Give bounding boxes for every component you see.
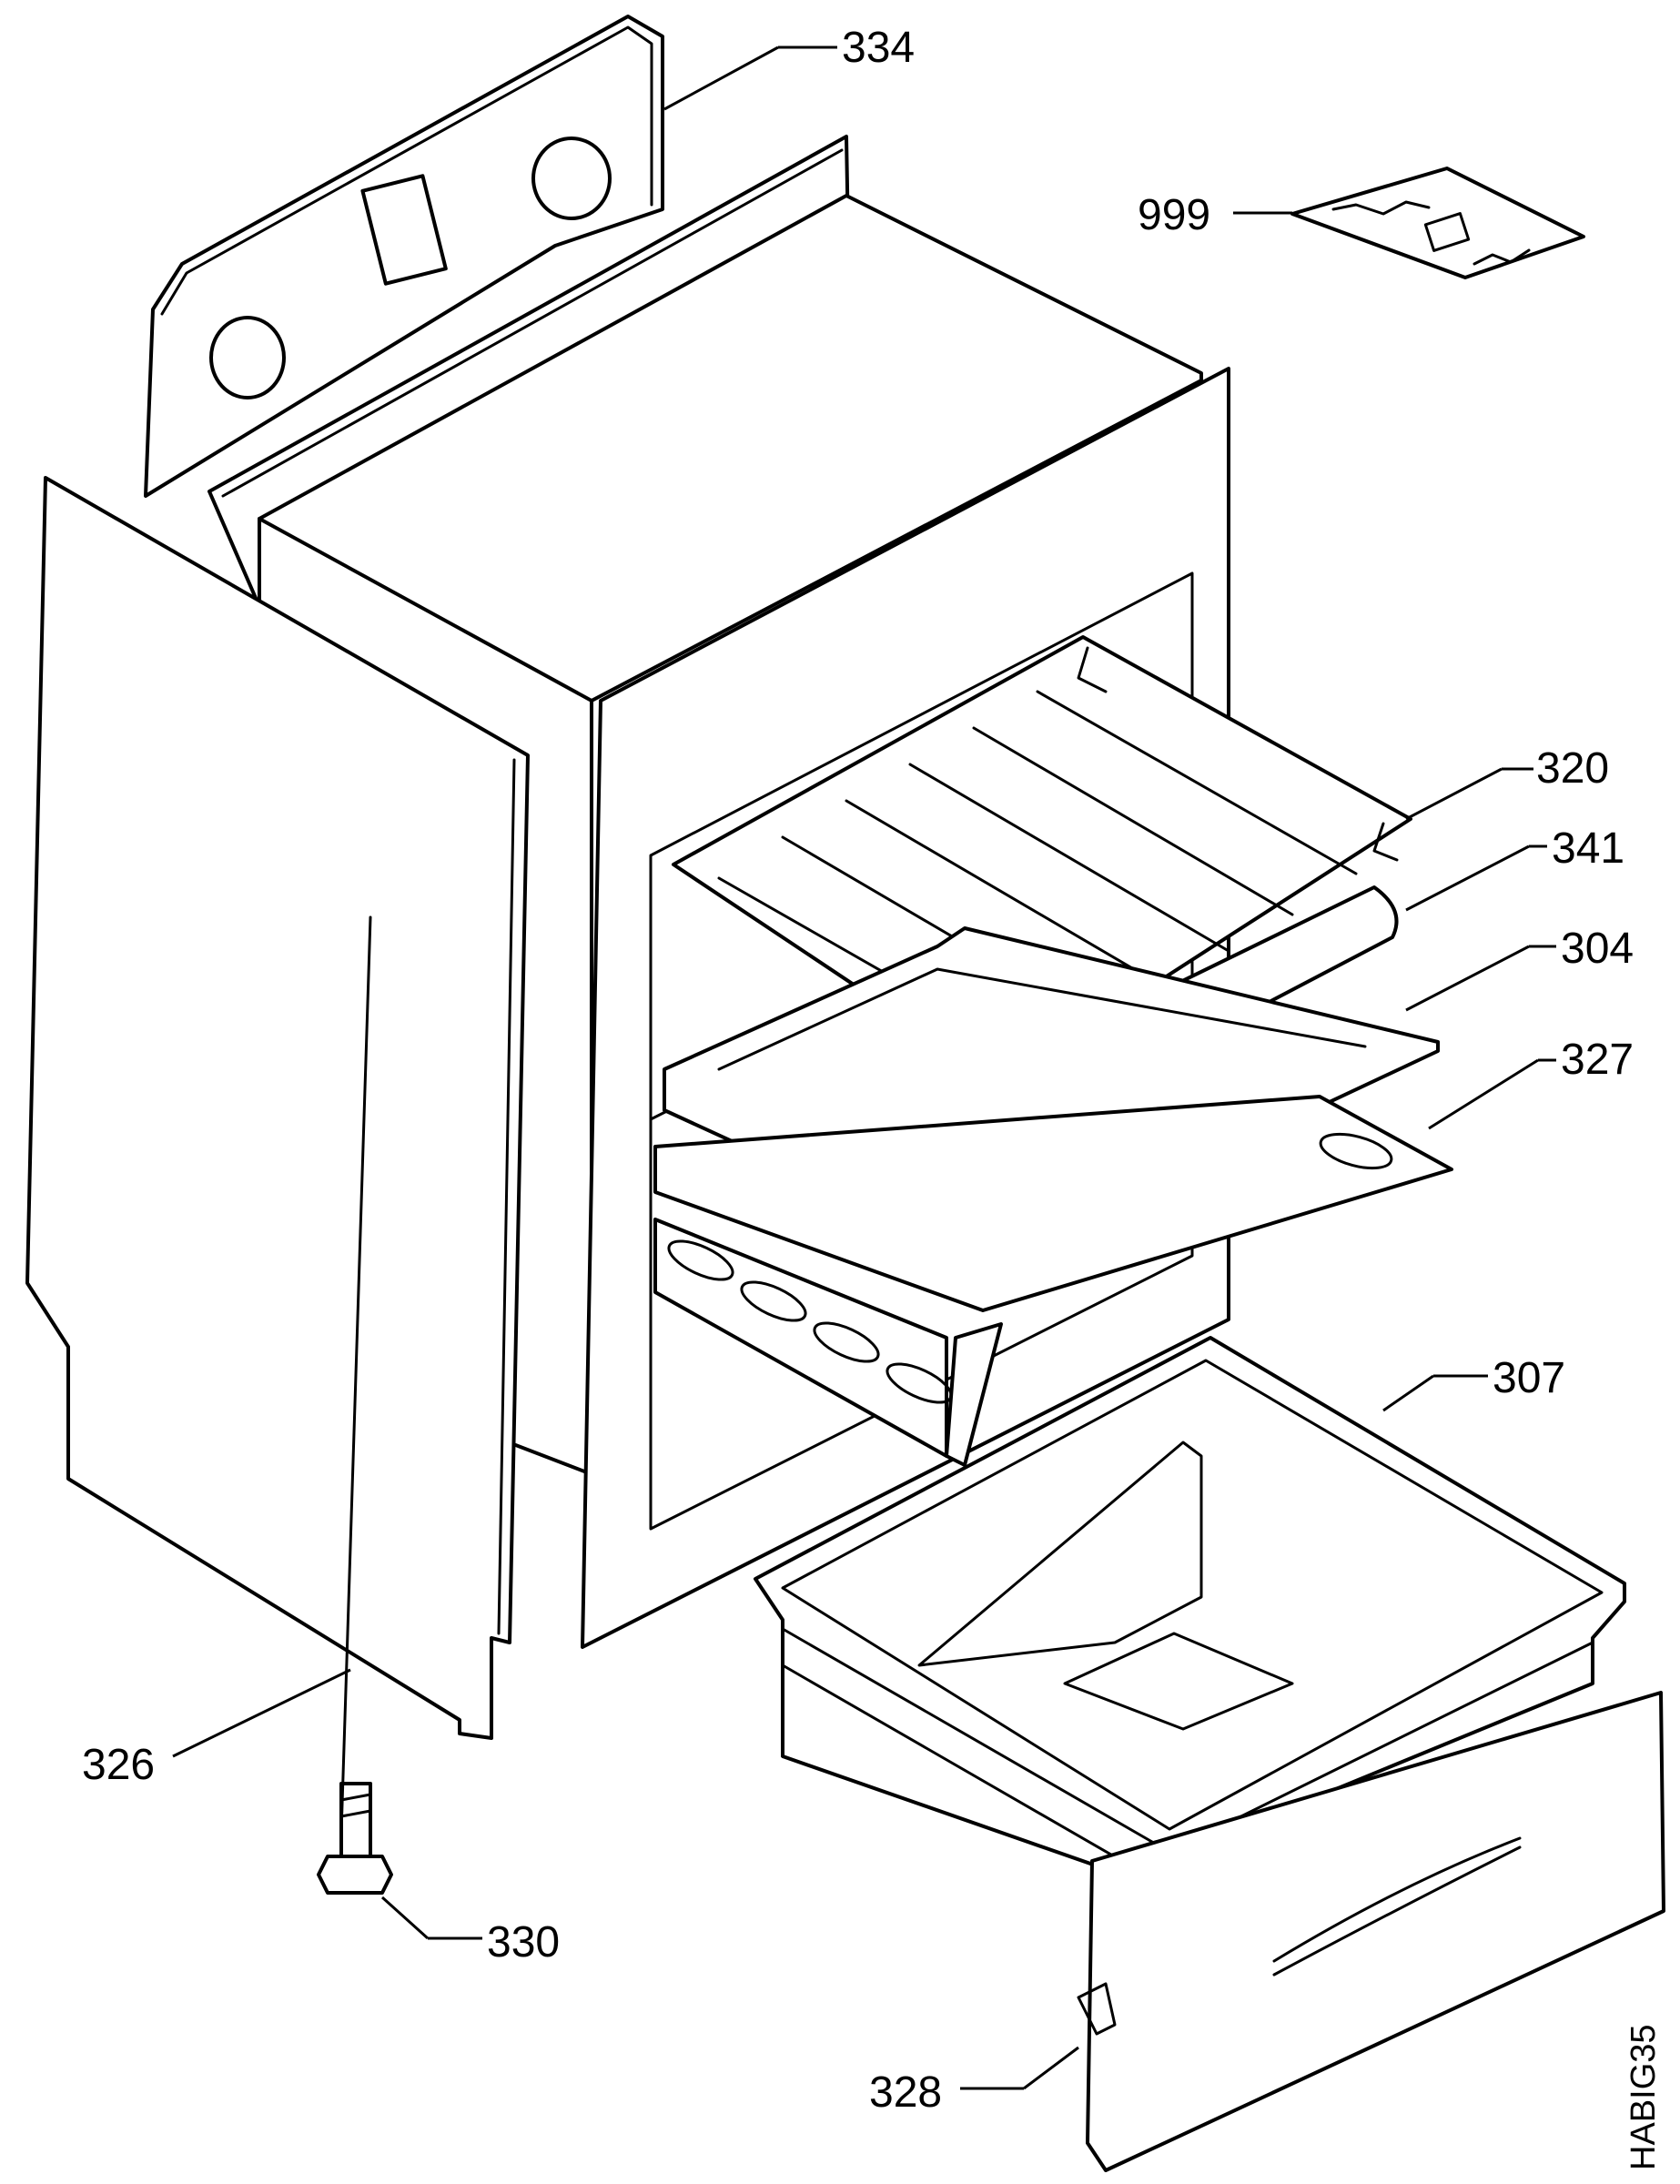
callout-327: 327 [1561,1036,1634,1084]
part-side-panel [25,476,530,1740]
part-foot-screw [317,915,393,1895]
callout-341: 341 [1552,824,1624,873]
callout-326: 326 [82,1741,155,1789]
drawing-code-label: HABIG35 [1624,2024,1663,2170]
callout-334: 334 [842,24,915,72]
callout-999: 999 [1138,191,1210,239]
callout-330: 330 [487,1918,560,1967]
part-back-panel [144,15,664,498]
callout-307: 307 [1493,1354,1565,1402]
part-shelf [672,635,1412,1085]
part-drawer-front [1077,1691,1665,2172]
part-lower-plate [653,1218,1003,1467]
leader-lines [172,46,1556,2090]
callout-304: 304 [1561,925,1634,973]
callout-320: 320 [1536,744,1609,793]
part-manual [1290,167,1585,279]
callout-labels: 334 999 320 341 304 327 307 326 330 328 … [82,24,1663,2170]
callout-328: 328 [869,2068,942,2117]
part-plate [653,1095,1453,1312]
